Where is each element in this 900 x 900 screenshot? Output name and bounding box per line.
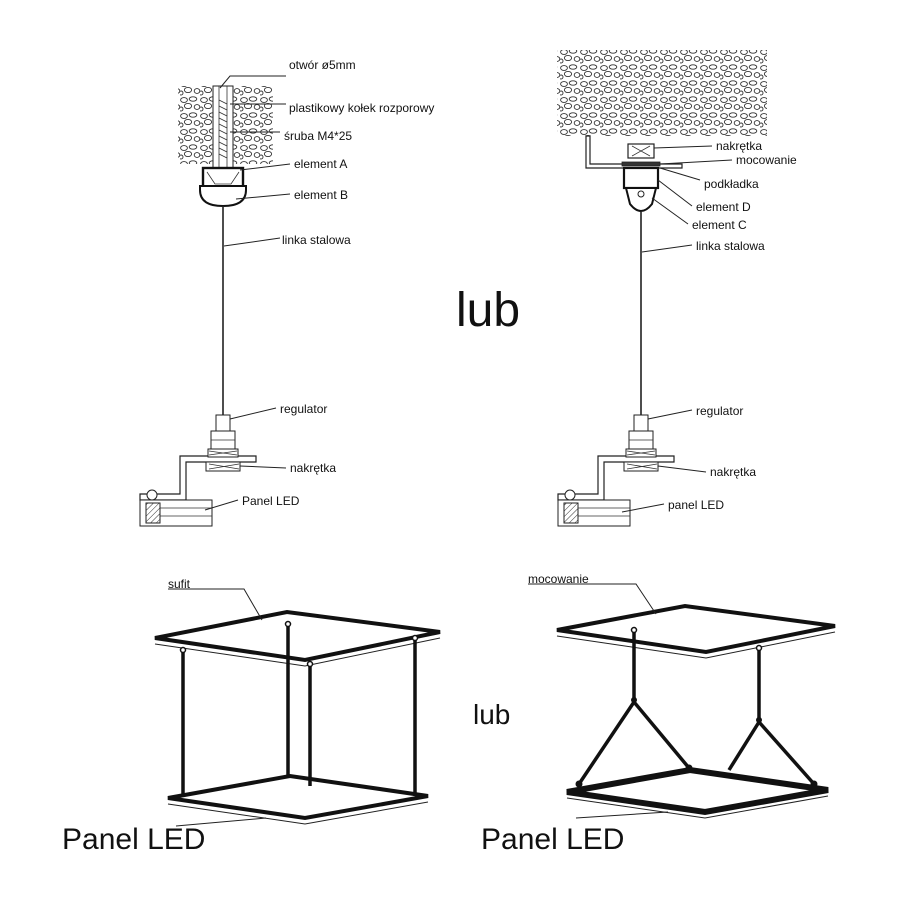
- detail-ceiling-screw-mount: otwór ø5mm plastikowy kołek rozporowy śr…: [139, 58, 434, 527]
- or-text-bottom: lub: [473, 699, 510, 730]
- label-nut: nakrętka: [710, 465, 756, 479]
- label-element-a: element A: [294, 157, 347, 171]
- panel-profile: [139, 489, 213, 527]
- regulator: [210, 414, 236, 450]
- label-wire: linka stalowa: [282, 233, 351, 247]
- label-ceiling: sufit: [168, 577, 191, 591]
- label-nut-top: nakrętka: [716, 139, 762, 153]
- washer: [621, 161, 661, 167]
- screw-thread: [218, 99, 228, 159]
- detail-ceiling-bracket-mount: nakrętka mocowanie podkładka element D e…: [557, 50, 797, 527]
- concrete-ceiling: [557, 50, 767, 136]
- label-washer: podkładka: [704, 177, 759, 191]
- suspension-v-cable: mocowanie Panel LED: [481, 572, 836, 856]
- regulator: [628, 414, 654, 450]
- label-nut: nakrętka: [290, 461, 336, 475]
- panel-profile: [557, 489, 631, 527]
- label-mount: mocowanie: [736, 153, 797, 167]
- label-mount: mocowanie: [528, 572, 589, 586]
- suspension-vertical: sufit Panel LED: [62, 577, 441, 856]
- or-text-top: lub: [456, 284, 520, 337]
- label-panel: panel LED: [668, 498, 724, 512]
- label-panel-led: Panel LED: [62, 823, 205, 856]
- label-element-c: element C: [692, 218, 747, 232]
- mounting-bracket: [585, 135, 683, 169]
- label-element-b: element B: [294, 188, 348, 202]
- label-plug: plastikowy kołek rozporowy: [289, 101, 434, 115]
- label-panel: Panel LED: [242, 494, 300, 508]
- label-wire: linka stalowa: [696, 239, 765, 253]
- label-regulator: regulator: [696, 404, 743, 418]
- label-screw: śruba M4*25: [284, 129, 352, 143]
- label-element-d: element D: [696, 200, 751, 214]
- element-c: [624, 187, 658, 212]
- element-b: [199, 185, 247, 208]
- label-panel-led: Panel LED: [481, 823, 624, 856]
- label-regulator: regulator: [280, 402, 327, 416]
- element-d: [622, 166, 660, 190]
- label-hole: otwór ø5mm: [289, 58, 356, 72]
